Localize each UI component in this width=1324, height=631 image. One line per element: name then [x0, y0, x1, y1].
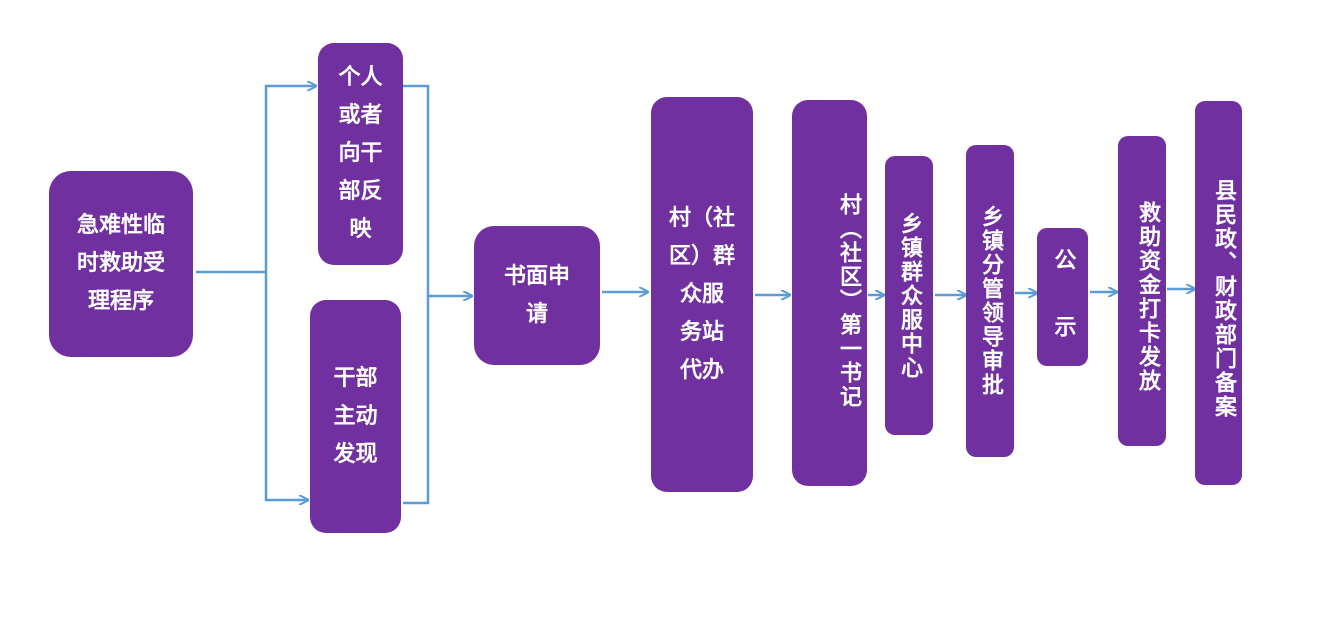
report-node: 个人 或者 向干 部反 映 — [318, 43, 403, 265]
arrow-to-report — [264, 86, 316, 272]
county-filing-node: 县民政、财政部门备案 — [1195, 101, 1242, 485]
written-application-node: 书面申 请 — [474, 226, 600, 365]
publicize-node: 公 示 — [1037, 228, 1088, 366]
arrow-report-merge — [403, 84, 430, 505]
start-node: 急难性临 时救助受 理程序 — [49, 171, 193, 357]
arrow-to-discover — [264, 272, 308, 500]
discover-node: 干部 主动 发现 — [310, 300, 401, 533]
township-leader-node: 乡镇分管领导审批 — [966, 145, 1014, 457]
first-secretary-node: 村（社区）第一书记 — [792, 100, 867, 486]
village-service-node: 村（社 区）群 众服 务站 代办 — [651, 97, 753, 492]
funds-payment-node: 救助资金打卡发放 — [1118, 136, 1166, 446]
township-center-node: 乡镇群众服中心 — [885, 156, 933, 435]
